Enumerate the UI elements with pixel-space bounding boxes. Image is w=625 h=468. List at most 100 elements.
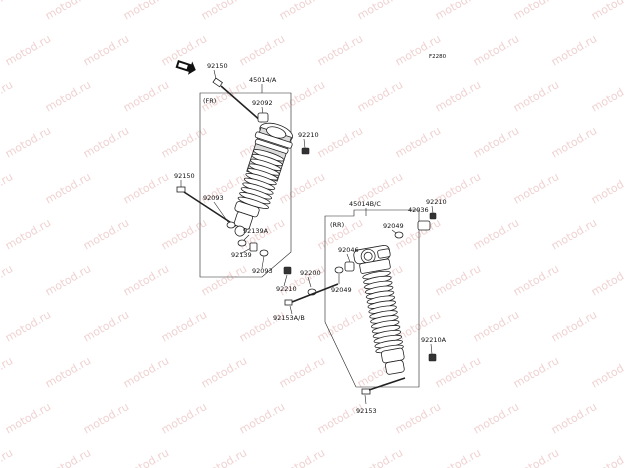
rear-shock	[353, 244, 405, 375]
rear-bushing-label: 92046	[338, 246, 359, 254]
front-nut	[301, 147, 310, 155]
watermark-text: motod.ru	[433, 0, 483, 23]
watermark-text: motod.ru	[121, 170, 171, 206]
watermark-text: motod.ru	[315, 124, 365, 160]
rear-lower-nut-label: 92210A	[421, 336, 447, 344]
watermark-text: motod.ru	[589, 262, 625, 298]
watermark-text: motod.ru	[549, 400, 599, 436]
watermark-text: motod.ru	[549, 124, 599, 160]
watermark-text: motod.ru	[121, 262, 171, 298]
rear-collar	[417, 220, 431, 231]
figure-code: F2280	[429, 54, 447, 60]
watermark-text: motod.ru	[589, 0, 625, 23]
watermark-text: motod.ru	[159, 400, 209, 436]
watermark-text: motod.ru	[511, 78, 561, 114]
rear-label: (RR)	[330, 221, 344, 229]
watermark-text: motod.ru	[199, 446, 249, 468]
rear-group-frame	[324, 209, 420, 388]
front-arrow-icon	[175, 60, 196, 75]
lower-bolt-label: 92153	[356, 407, 377, 415]
watermark-text: motod.ru	[511, 354, 561, 390]
watermark-text: motod.ru	[355, 0, 405, 23]
watermark-text: motod.ru	[237, 400, 287, 436]
watermark-text: motod.ru	[589, 354, 625, 390]
front-left-bolt-label: 92150	[174, 172, 195, 180]
front-collar	[257, 112, 269, 123]
watermark-text: motod.ru	[0, 78, 15, 114]
watermark-text: motod.ru	[199, 0, 249, 23]
watermark-text: motod.ru	[159, 308, 209, 344]
lower-bolt-ab-label: 92153A/B	[273, 314, 305, 322]
rear-nut-label: 92210	[426, 198, 447, 206]
rear-assembly-label: 45014B/C	[349, 200, 381, 208]
front-top-bolt-label: 92150	[207, 62, 228, 70]
watermark-text: motod.ru	[471, 32, 521, 68]
watermark-text: motod.ru	[355, 78, 405, 114]
front-shock	[233, 122, 293, 237]
front-top-bolt	[212, 77, 263, 123]
watermark-text: motod.ru	[433, 354, 483, 390]
watermark-text: motod.ru	[277, 0, 327, 23]
rear-shock-group: (RR) 45014B/C 92210 42036 92049 92046	[324, 198, 447, 388]
watermark-text: motod.ru	[471, 308, 521, 344]
watermark-text: motod.ru	[277, 170, 327, 206]
watermark-text: motod.ru	[3, 32, 53, 68]
watermark-text: motod.ru	[0, 0, 15, 23]
watermark-text: motod.ru	[0, 262, 15, 298]
watermark-text: motod.ru	[159, 124, 209, 160]
front-collar-label: 92092	[252, 99, 273, 107]
watermark-text: motod.ru	[199, 262, 249, 298]
watermark-text: motod.ru	[3, 124, 53, 160]
front-bushing-label: 92139A	[243, 227, 269, 235]
front-bushing-a	[237, 239, 247, 247]
watermark-text: motod.ru	[433, 78, 483, 114]
watermark-text: motod.ru	[121, 354, 171, 390]
front-left-bolt	[176, 186, 237, 227]
watermark-text: motod.ru	[433, 446, 483, 468]
watermark-text: motod.ru	[121, 78, 171, 114]
watermark-text: motod.ru	[511, 0, 561, 23]
rear-collar-label: 42036	[408, 206, 429, 214]
rear-lower-nut	[428, 353, 437, 362]
front-spacer-a	[226, 221, 236, 229]
front-bushing-b-label: 92139	[231, 251, 252, 259]
watermark-text: motod.ru	[589, 170, 625, 206]
watermark-text: motod.ru	[199, 354, 249, 390]
watermark-text: motod.ru	[3, 400, 53, 436]
watermark-text: motod.ru	[471, 216, 521, 252]
front-spacer-b	[259, 249, 269, 257]
watermark-text: motod.ru	[393, 124, 443, 160]
watermark-text: motod.ru	[589, 446, 625, 468]
lower-bolt-ab	[284, 283, 339, 306]
watermark-text: motod.ru	[589, 78, 625, 114]
watermark-text: motod.ru	[121, 0, 171, 23]
watermark-text: motod.ru	[43, 262, 93, 298]
watermark-text: motod.ru	[511, 170, 561, 206]
front-group-frame	[199, 92, 292, 278]
watermark-text: motod.ru	[3, 308, 53, 344]
watermark-text: motod.ru	[355, 446, 405, 468]
watermark-text: motod.ru	[277, 354, 327, 390]
rear-bushing	[344, 261, 355, 272]
watermark-text: motod.ru	[315, 32, 365, 68]
watermark-text: motod.ru	[0, 170, 15, 206]
front-label: (FR)	[203, 97, 216, 105]
rear-seal-a-label: 92049	[383, 222, 404, 230]
watermark-text: motod.ru	[81, 216, 131, 252]
watermark-text: motod.ru	[549, 216, 599, 252]
watermark-text: motod.ru	[43, 354, 93, 390]
watermark-text: motod.ru	[0, 354, 15, 390]
watermark-text: motod.ru	[549, 32, 599, 68]
watermark-text: motod.ru	[393, 400, 443, 436]
watermark-text: motod.ru	[511, 262, 561, 298]
watermark-text: motod.ru	[81, 124, 131, 160]
watermark-text: motod.ru	[43, 170, 93, 206]
watermark-text: motod.ru	[549, 308, 599, 344]
watermark-text: motod.ru	[81, 32, 131, 68]
watermark-text: motod.ru	[315, 308, 365, 344]
rear-seal-a	[394, 231, 404, 239]
watermark-text: motod.ru	[471, 400, 521, 436]
lower-bolt	[361, 377, 406, 395]
